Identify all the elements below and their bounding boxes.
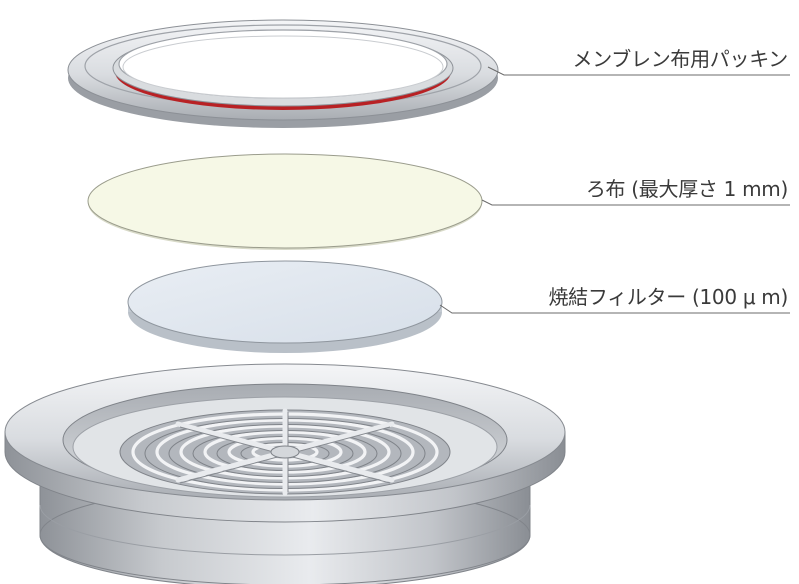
filter-cloth-label: ろ布 (最大厚さ 1 mm) [586,177,788,201]
gasket-leader-line [487,66,790,76]
filter-cloth-disc [87,153,483,250]
cloth-leader-line [481,199,790,206]
sintered-filter-label: 焼結フィルター (100 μ m) [548,285,788,309]
membrane-gasket-ring [67,19,499,128]
sintered-filter-disc [127,260,443,353]
gasket-label: メンブレン布用パッキン [573,47,789,71]
filter-housing-base [4,363,566,584]
center-hub [270,445,300,459]
sintered-leader-line [439,304,790,314]
leader-lines [439,66,790,314]
